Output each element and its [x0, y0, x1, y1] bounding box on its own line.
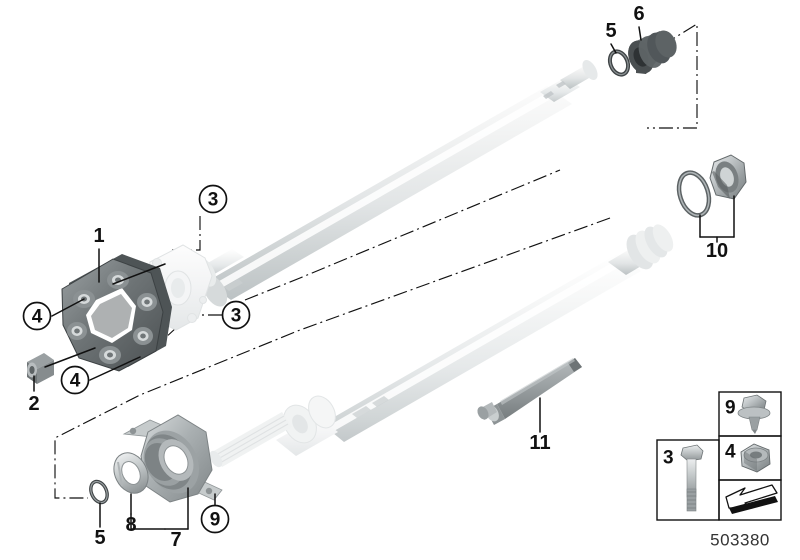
leader-6 [638, 26, 642, 41]
callout-8-label: 8 [125, 514, 136, 536]
callout-3-lower-label: 3 [231, 306, 242, 327]
legend-hex-nut-icon [740, 443, 771, 473]
callout-3-upper[interactable]: 3 [198, 184, 228, 214]
universal-joint [209, 395, 338, 468]
callout-9-label: 9 [210, 510, 221, 531]
group-line-3-upper [168, 216, 201, 251]
bearing-ring-part-8 [113, 452, 149, 494]
callout-6-label: 6 [633, 3, 644, 25]
flexdisc-bushings [67, 271, 157, 364]
leader-4a [51, 298, 85, 317]
legend-flange-screw-icon [737, 394, 771, 434]
group-line-56 [647, 22, 698, 129]
seal-ring-part-10 [676, 170, 712, 218]
callout-4-lower[interactable]: 4 [60, 365, 90, 395]
legend-label-9: 9 [725, 398, 736, 419]
drawing-id-label: 503380 [710, 531, 770, 550]
legend-label-3: 3 [663, 448, 674, 469]
callout-11-label: 11 [529, 432, 550, 454]
callout-4-lower-label: 4 [70, 371, 81, 392]
boot-bellows-part-6 [628, 30, 677, 74]
driveshaft-rear-section [193, 60, 598, 307]
flex-disc-part-1 [61, 254, 172, 372]
callout-4-upper-label: 4 [32, 307, 43, 328]
driveshaft-front-section [209, 224, 674, 468]
callout-7-label: 7 [170, 529, 181, 551]
center-support-bearing [122, 414, 223, 503]
callout-3-upper-label: 3 [208, 190, 219, 211]
hex-nut-part-10 [709, 154, 747, 200]
callout-5-top-label: 5 [605, 20, 616, 42]
callout-1-label: 1 [93, 225, 104, 247]
callout-3-lower[interactable]: 3 [221, 300, 251, 330]
lubricant-tube-part-11 [477, 358, 582, 425]
legend-hex-bolt-icon [680, 444, 704, 512]
callout-9-mount[interactable]: 9 [200, 504, 230, 534]
leader-4b [89, 356, 141, 381]
circlip-part-5-top [607, 49, 631, 77]
leader-5top [610, 43, 617, 54]
leader-lines [33, 26, 735, 530]
legend-arrow-icon [725, 484, 778, 514]
leader-2b [44, 347, 96, 368]
leader-1b [112, 263, 166, 285]
callout-5-bottom-label: 5 [94, 527, 105, 549]
legend-cell-arrow[interactable] [718, 479, 782, 521]
callout-10-label: 10 [706, 240, 728, 262]
callout-4-upper[interactable]: 4 [22, 301, 52, 331]
circlip-part-5-bottom [89, 479, 109, 505]
legend-panel: 3 9 4 [656, 391, 782, 521]
legend-label-4: 4 [725, 442, 736, 463]
callout-markers: 3 3 4 4 9 1 2 5 6 10 11 5 8 7 [22, 3, 728, 551]
bushing-sleeve-part-2 [27, 353, 54, 384]
callout-2-label: 2 [28, 393, 39, 415]
group-line-secondary [244, 169, 561, 301]
group-line-main-sweep [54, 217, 611, 499]
